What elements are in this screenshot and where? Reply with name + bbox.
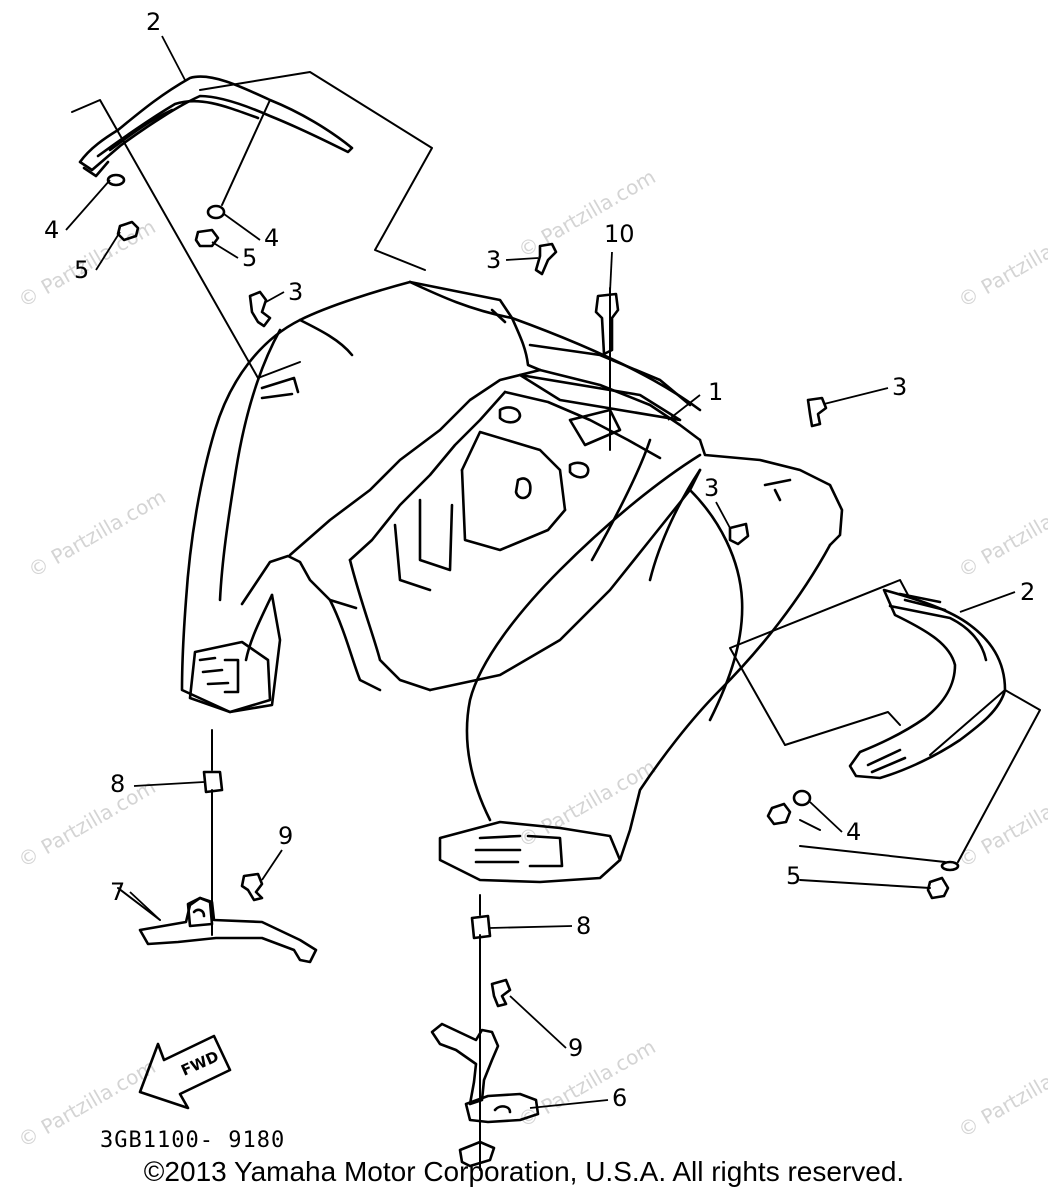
bolt-3-center: [728, 522, 750, 546]
fender-flap-left: [78, 75, 354, 178]
callout-5: 5: [786, 862, 801, 890]
callout-10: 10: [604, 220, 635, 248]
front-fender-body: [180, 280, 844, 884]
bolt-3-right: [806, 396, 828, 428]
grommet-8: [202, 770, 492, 940]
part-code: 3GB1100- 9180: [100, 1128, 286, 1153]
callout-5: 5: [74, 256, 89, 284]
callout-2: 2: [146, 8, 161, 36]
callout-8: 8: [576, 912, 591, 940]
callout-labels: 1 2 2 3 3 3 3 3 4 4 4 5 5 5 6 7 8 8 9 9 …: [44, 8, 1035, 1112]
callout-1: 1: [708, 378, 723, 406]
nut-5: [116, 220, 950, 900]
callout-3: 3: [288, 278, 303, 306]
bolt-3-top: [534, 242, 558, 276]
bracket-6: [430, 1022, 540, 1168]
callout-7: 7: [110, 878, 125, 906]
leader-lines: [71, 71, 1041, 1171]
bolt-3-left: [248, 290, 272, 328]
fwd-label: FWD: [178, 1047, 221, 1079]
callout-9: 9: [568, 1034, 583, 1062]
callout-3: 3: [892, 373, 907, 401]
callout-3: 3: [704, 474, 719, 502]
washer-4: [106, 173, 960, 872]
bolt-9: [240, 872, 512, 1008]
bracket-7: [138, 896, 318, 964]
callout-9: 9: [278, 822, 293, 850]
callout-6: 6: [612, 1084, 627, 1112]
fender-flap-right: [848, 588, 1007, 780]
bolt-10: [594, 292, 620, 356]
copyright-notice: ©2013 Yamaha Motor Corporation, U.S.A. A…: [143, 1156, 905, 1187]
callout-8: 8: [110, 770, 125, 798]
callout-3: 3: [486, 246, 501, 274]
callout-2: 2: [1020, 578, 1035, 606]
callout-leaders: [65, 35, 1016, 1109]
callout-4: 4: [846, 818, 861, 846]
callout-4: 4: [264, 224, 279, 252]
callout-4: 4: [44, 216, 59, 244]
callout-5: 5: [242, 244, 257, 272]
forward-direction-arrow: [138, 1034, 232, 1110]
